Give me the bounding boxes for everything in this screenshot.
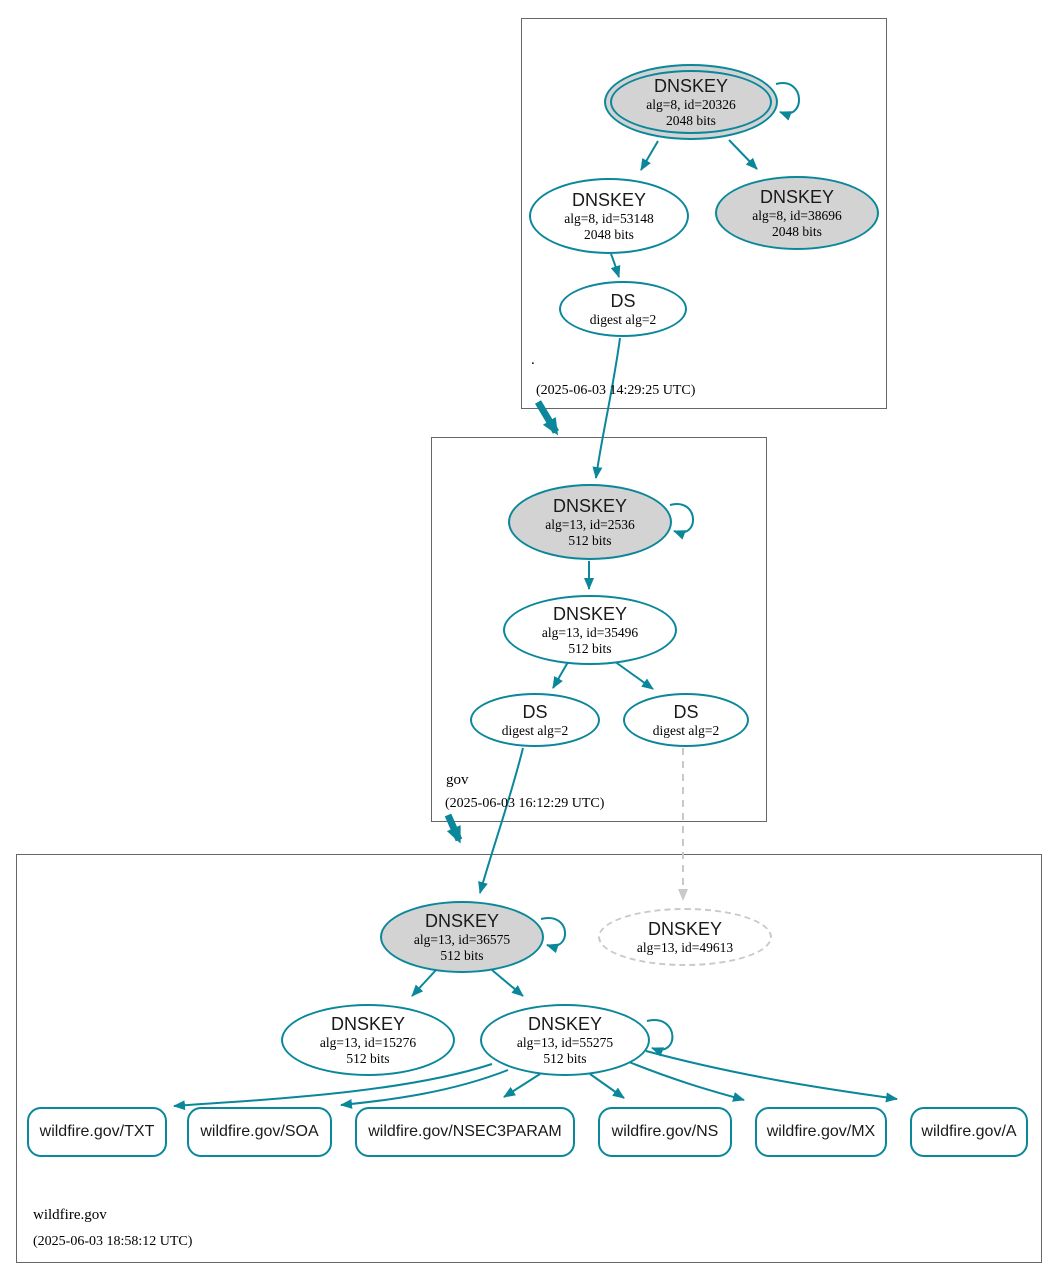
rrset-label: wildfire.gov/NS bbox=[611, 1123, 719, 1140]
edge-wildfire-ksk-to-key15276 bbox=[411, 969, 437, 997]
zone-timestamp-gov: (2025-06-03 16:12:29 UTC) bbox=[445, 796, 605, 811]
rrset-wildfire-gov-ns[interactable]: wildfire.gov/NS bbox=[598, 1107, 732, 1157]
node-bits: 2048 bits bbox=[666, 112, 716, 128]
node-title: DNSKEY bbox=[552, 603, 628, 624]
node-title: DNSKEY bbox=[424, 910, 500, 931]
rrset-label: wildfire.gov/SOA bbox=[200, 1123, 319, 1140]
node-detail: alg=13, id=49613 bbox=[636, 939, 734, 955]
node-title: DNSKEY bbox=[552, 495, 628, 516]
edge-root-ksk-to-key38696 bbox=[728, 139, 758, 170]
ds-node-gov-left[interactable]: DS digest alg=2 bbox=[470, 693, 600, 747]
node-bits: 512 bits bbox=[568, 532, 612, 548]
ds-node-root[interactable]: DS digest alg=2 bbox=[559, 281, 687, 337]
edge-zsk-to-ns bbox=[589, 1073, 625, 1099]
node-detail: alg=8, id=38696 bbox=[752, 207, 842, 223]
zone-timestamp-root: (2025-06-03 14:29:25 UTC) bbox=[536, 383, 696, 398]
node-title: DNSKEY bbox=[647, 918, 723, 939]
rrset-wildfire-gov-nsec3param[interactable]: wildfire.gov/NSEC3PARAM bbox=[355, 1107, 575, 1157]
edge-root-zsk-to-ds bbox=[610, 253, 621, 278]
edge-zsk-to-txt bbox=[173, 1063, 493, 1111]
node-title: DNSKEY bbox=[527, 1013, 603, 1034]
edge-gov-zsk-to-ds-left bbox=[552, 661, 569, 689]
dnskey-node-53148[interactable]: DNSKEY alg=8, id=53148 2048 bits bbox=[529, 178, 689, 254]
ds-node-gov-right[interactable]: DS digest alg=2 bbox=[623, 693, 749, 747]
edge-delegation-root-gov bbox=[534, 400, 560, 436]
edge-wildfire-zsk-selfloop bbox=[646, 1019, 674, 1057]
edge-wildfire-ksk-selfloop bbox=[540, 916, 567, 954]
node-title: DS bbox=[610, 290, 636, 311]
node-bits: 2048 bits bbox=[584, 226, 634, 242]
zone-box-gov bbox=[431, 437, 767, 822]
zone-box-wildfire-gov bbox=[16, 854, 1042, 1263]
node-bits: 512 bits bbox=[568, 640, 612, 656]
rrset-label: wildfire.gov/MX bbox=[766, 1123, 876, 1140]
dnskey-node-36575[interactable]: DNSKEY alg=13, id=36575 512 bits bbox=[380, 901, 544, 973]
dnskey-node-20326[interactable]: DNSKEY alg=8, id=20326 2048 bits bbox=[604, 64, 778, 140]
edge-zsk-to-a bbox=[645, 1050, 898, 1103]
edge-gov-ds-to-wildfire-ksk bbox=[478, 747, 524, 894]
dnskey-node-15276[interactable]: DNSKEY alg=13, id=15276 512 bits bbox=[281, 1004, 455, 1076]
dnskey-node-49613-missing[interactable]: DNSKEY alg=13, id=49613 bbox=[598, 908, 772, 966]
edge-zsk-to-nsec3param bbox=[503, 1073, 541, 1098]
node-title: DS bbox=[522, 701, 548, 722]
node-detail: digest alg=2 bbox=[589, 311, 657, 327]
node-title: DS bbox=[673, 701, 699, 722]
node-title: DNSKEY bbox=[571, 189, 647, 210]
zone-name-gov: gov bbox=[446, 772, 469, 788]
rrset-wildfire-gov-txt[interactable]: wildfire.gov/TXT bbox=[27, 1107, 167, 1157]
node-bits: 512 bits bbox=[346, 1050, 390, 1066]
node-bits: 2048 bits bbox=[772, 223, 822, 239]
node-detail: digest alg=2 bbox=[652, 722, 720, 738]
node-bits: 512 bits bbox=[440, 947, 484, 963]
node-title: DNSKEY bbox=[653, 75, 729, 96]
node-detail: digest alg=2 bbox=[501, 722, 569, 738]
edge-wildfire-ksk-to-zsk bbox=[491, 969, 524, 997]
dnskey-node-38696[interactable]: DNSKEY alg=8, id=38696 2048 bits bbox=[715, 176, 879, 250]
rrset-label: wildfire.gov/NSEC3PARAM bbox=[368, 1123, 562, 1140]
edge-root-ksk-to-zsk bbox=[640, 140, 659, 171]
edge-zsk-to-mx bbox=[628, 1061, 745, 1102]
node-detail: alg=13, id=55275 bbox=[516, 1034, 614, 1050]
rrset-wildfire-gov-a[interactable]: wildfire.gov/A bbox=[910, 1107, 1028, 1157]
node-bits: 512 bits bbox=[543, 1050, 587, 1066]
edge-root-ds-to-gov-ksk bbox=[592, 337, 621, 479]
node-detail: alg=8, id=53148 bbox=[564, 210, 654, 226]
node-title: DNSKEY bbox=[759, 186, 835, 207]
rrset-label: wildfire.gov/TXT bbox=[39, 1123, 155, 1140]
edge-gov-zsk-to-ds-right bbox=[613, 660, 654, 690]
node-detail: alg=13, id=15276 bbox=[319, 1034, 417, 1050]
node-detail: alg=13, id=35496 bbox=[541, 624, 639, 640]
zone-name-wildfire-gov: wildfire.gov bbox=[33, 1207, 107, 1223]
edge-zsk-to-soa bbox=[340, 1069, 509, 1109]
zone-name-root: . bbox=[531, 352, 535, 368]
rrset-label: wildfire.gov/A bbox=[921, 1123, 1017, 1140]
dnskey-node-2536[interactable]: DNSKEY alg=13, id=2536 512 bits bbox=[508, 484, 672, 560]
zone-box-root bbox=[521, 18, 887, 409]
rrset-wildfire-gov-mx[interactable]: wildfire.gov/MX bbox=[755, 1107, 887, 1157]
node-detail: alg=13, id=2536 bbox=[545, 516, 635, 532]
node-title: DNSKEY bbox=[330, 1013, 406, 1034]
node-detail: alg=13, id=36575 bbox=[413, 931, 511, 947]
node-detail: alg=8, id=20326 bbox=[646, 96, 736, 112]
edge-delegation-gov-wildfire bbox=[444, 813, 463, 844]
dnskey-node-55275[interactable]: DNSKEY alg=13, id=55275 512 bits bbox=[480, 1004, 650, 1076]
edge-root-ksk-selfloop bbox=[775, 82, 800, 121]
dnskey-node-35496[interactable]: DNSKEY alg=13, id=35496 512 bits bbox=[503, 595, 677, 665]
rrset-wildfire-gov-soa[interactable]: wildfire.gov/SOA bbox=[187, 1107, 332, 1157]
zone-timestamp-wildfire-gov: (2025-06-03 18:58:12 UTC) bbox=[33, 1234, 193, 1249]
edge-gov-ksk-selfloop bbox=[669, 503, 694, 540]
